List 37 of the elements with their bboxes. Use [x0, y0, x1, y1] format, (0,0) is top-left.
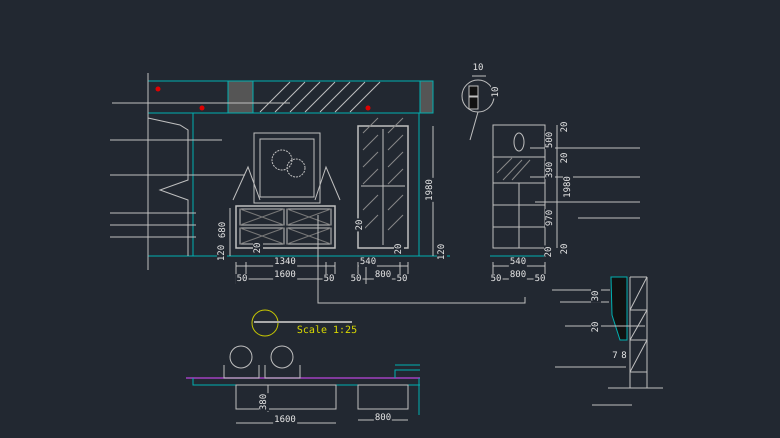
dimension-label: 540 [508, 257, 528, 267]
dimension-label: 20 [560, 242, 570, 256]
dimension-label: 50 [534, 274, 546, 284]
dimension-label: 1980 [563, 175, 573, 199]
dimension-label: 500 [545, 130, 555, 150]
dimension-label: 50 [236, 274, 248, 284]
dimension-label: 20 [560, 152, 570, 164]
dimension-label: 20 [591, 320, 601, 334]
dimension-label: 30 [591, 290, 601, 302]
scale-label: Scale 1:25 [296, 326, 358, 336]
dimension-label: 800 [374, 413, 392, 423]
dimension-label: 50 [490, 274, 502, 284]
dimension-label: 8 [620, 351, 628, 361]
dimension-label: 1600 [273, 415, 297, 425]
dimension-label: 20 [253, 242, 263, 254]
dimension-label: 680 [218, 220, 228, 240]
dimension-label: 120 [217, 244, 227, 262]
dimension-label: 1340 [273, 257, 297, 267]
dimension-label: 800 [374, 270, 392, 280]
dimension-label: 20 [355, 218, 365, 232]
dimension-label: 380 [259, 392, 269, 412]
dimension-label: 120 [437, 242, 447, 262]
dimension-label: 7 [611, 351, 619, 361]
dimension-label: 540 [358, 257, 378, 267]
dimension-label: 50 [396, 274, 408, 284]
dimension-label: 10 [472, 63, 484, 73]
dimension-label: 10 [491, 86, 501, 98]
dimension-label: 1980 [425, 178, 435, 202]
dimension-label: 1600 [273, 270, 297, 280]
dimension-label: 50 [350, 274, 362, 284]
dimension-label: 20 [560, 120, 570, 134]
dimension-label: 970 [545, 208, 555, 228]
dimension-label: 20 [394, 242, 404, 256]
dimension-label: 390 [545, 160, 555, 180]
dimension-label: 800 [508, 270, 528, 280]
dimension-label: 20 [544, 246, 554, 258]
dimension-label: 50 [322, 274, 336, 284]
